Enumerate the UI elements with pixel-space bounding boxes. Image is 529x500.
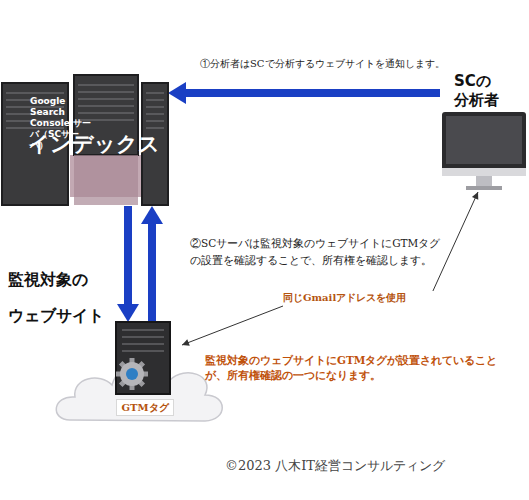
drive-slot xyxy=(146,113,164,115)
arrow-head xyxy=(117,304,139,322)
drive-slot xyxy=(122,350,164,352)
drive-slot xyxy=(78,98,134,100)
drive-slot xyxy=(78,91,134,93)
drive-slot xyxy=(78,112,134,114)
arrow-head xyxy=(168,82,186,104)
group-title: 監視対象の ウェブサイト xyxy=(8,262,108,334)
drive-slot xyxy=(146,92,164,94)
drive-slot xyxy=(122,343,164,345)
website-server: GTMタグ xyxy=(110,322,182,420)
rack-band xyxy=(74,155,138,205)
connector xyxy=(141,206,163,322)
monitor-bezel xyxy=(442,168,526,176)
gear-teeth xyxy=(116,358,148,390)
server-tower xyxy=(116,322,170,394)
drive-slot xyxy=(122,336,164,338)
connector xyxy=(182,192,478,346)
monitor-stand xyxy=(476,176,492,186)
server-title: インデックス xyxy=(28,131,168,157)
drive-slot xyxy=(146,99,164,101)
connector xyxy=(117,206,139,322)
arrow-shaft xyxy=(148,224,156,322)
monitor-screen xyxy=(446,116,522,164)
drive-slot xyxy=(146,120,164,122)
note-text: 監視対象のウェブサイトにGTMタグが設置されていることが、所有権確認の一つになり… xyxy=(205,353,510,383)
drive-slot xyxy=(146,127,164,129)
arrow-shaft xyxy=(124,206,132,304)
arrow-head xyxy=(141,206,163,224)
analyst-monitor: SCの 分析者 xyxy=(440,70,528,192)
connector xyxy=(168,82,440,104)
edge-label: ①分析者はSCで分析するウェブサイトを通知します。 xyxy=(200,57,520,71)
actor-heading: SCの 分析者 xyxy=(454,72,506,110)
copyright-text: ©2023 八木IT経営コンサルティング xyxy=(225,457,515,475)
arrow-shaft xyxy=(186,89,440,97)
drive-slot xyxy=(122,329,164,331)
tag-label: GTMタグ xyxy=(116,399,174,416)
leader-line xyxy=(182,192,478,345)
gear-body xyxy=(120,362,144,386)
server-rack: Google Search Console サーバ（SCサーバ）インデックス xyxy=(0,75,168,206)
monitor-base xyxy=(466,186,502,190)
arrow-head xyxy=(472,192,478,200)
drive-slot xyxy=(78,105,134,107)
drive-slot xyxy=(6,92,64,94)
edge-label: 同じGmailアドレスを使用 xyxy=(283,291,443,305)
arrow-head xyxy=(182,339,190,346)
gear-center xyxy=(126,368,138,380)
monitor-frame xyxy=(442,112,526,174)
edge-label: ②SCサーバは監視対象のウェブサイトにGTMタグの設置を確認することで、所有権を… xyxy=(190,235,448,269)
drive-slot xyxy=(78,84,134,86)
drive-slot xyxy=(146,106,164,108)
